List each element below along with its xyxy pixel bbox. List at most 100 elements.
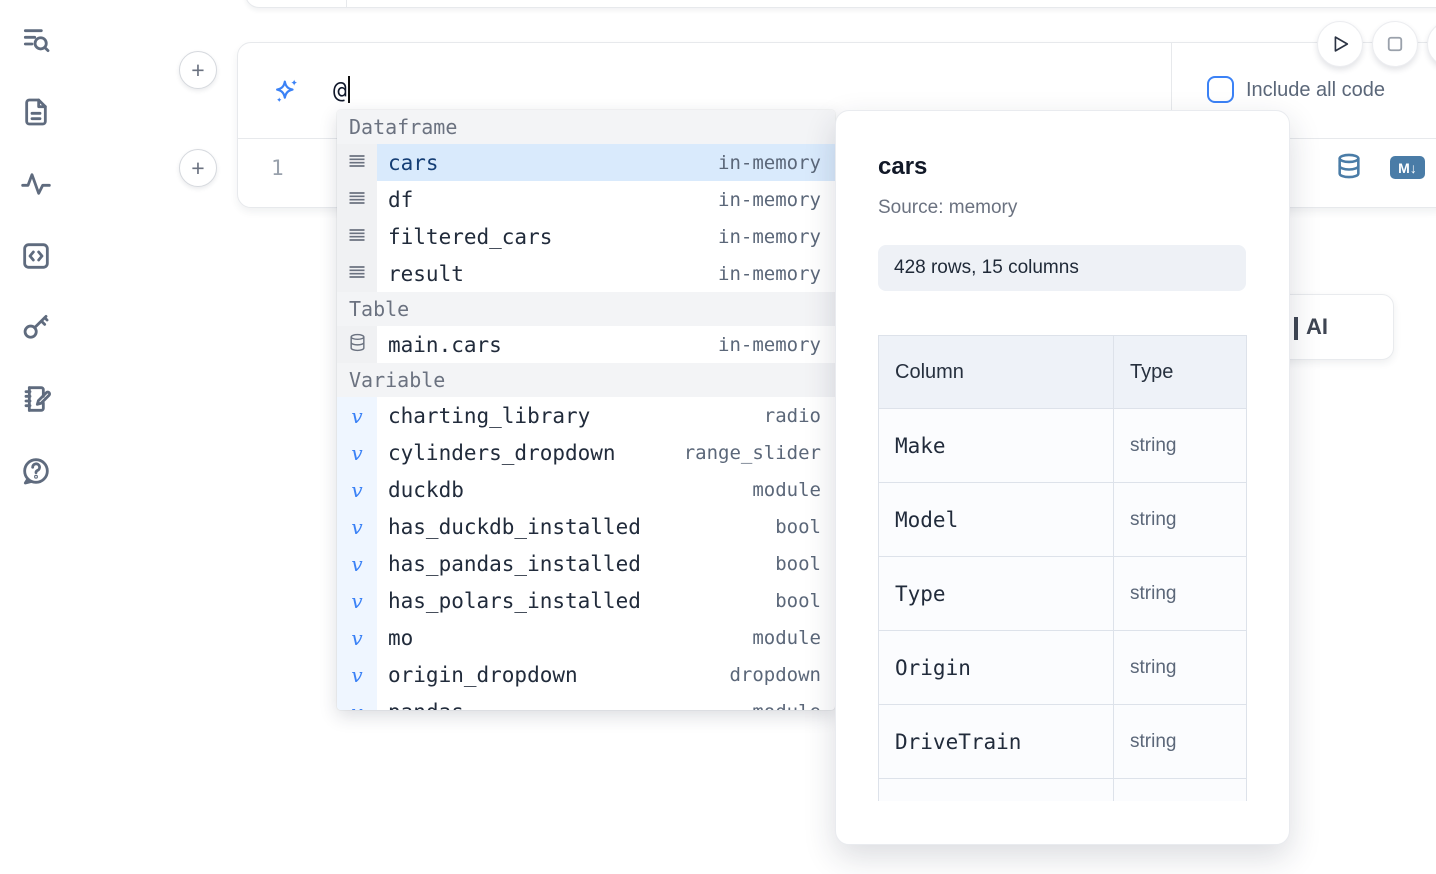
autocomplete-item[interactable]: result in-memory xyxy=(337,255,835,292)
database-action-icon[interactable] xyxy=(1335,152,1365,182)
sparkles-icon xyxy=(276,79,298,103)
stop-button[interactable] xyxy=(1372,21,1418,67)
column-header: Column xyxy=(879,336,1114,409)
autocomplete-item[interactable]: v has_pandas_installed bool xyxy=(337,545,835,582)
item-type: module xyxy=(752,626,821,649)
autocomplete-section-header: Table xyxy=(337,292,835,326)
column-name-cell: Model xyxy=(879,483,1114,557)
variable-icon: v xyxy=(337,434,377,471)
item-type: dropdown xyxy=(729,663,821,686)
code-snippet-icon[interactable] xyxy=(17,237,55,275)
item-type: module xyxy=(752,478,821,501)
item-type: bool xyxy=(775,515,821,538)
variable-icon: v xyxy=(337,397,377,434)
item-name: mo xyxy=(388,625,414,650)
column-type-cell: string xyxy=(1114,705,1246,779)
include-all-code-checkbox[interactable] xyxy=(1207,76,1234,103)
column-name-cell: Origin xyxy=(879,631,1114,705)
autocomplete-item[interactable]: cars in-memory xyxy=(337,144,835,181)
item-type: module xyxy=(752,701,821,711)
stop-square-icon xyxy=(1387,36,1403,52)
variable-icon: v xyxy=(337,545,377,582)
run-cell-button[interactable] xyxy=(1317,21,1363,67)
notebook-pen-icon[interactable] xyxy=(17,380,55,418)
preview-source: Source: memory xyxy=(878,197,1018,218)
markdown-badge-icon[interactable]: M↓ xyxy=(1390,156,1425,179)
item-type: radio xyxy=(763,404,821,427)
ai-prompt-input[interactable]: @ xyxy=(333,76,350,104)
autocomplete-item[interactable]: v cylinders_dropdown range_slider xyxy=(337,434,835,471)
item-name: has_pandas_installed xyxy=(388,551,641,576)
column-type-cell xyxy=(1114,779,1246,801)
include-all-code-label: Include all code xyxy=(1246,79,1385,101)
item-name: cars xyxy=(388,150,439,175)
item-name: origin_dropdown xyxy=(388,662,578,687)
prompt-value: @ xyxy=(333,78,347,104)
item-name: duckdb xyxy=(388,477,464,502)
previous-cell-card xyxy=(245,0,1436,8)
item-type: range_slider xyxy=(683,441,821,464)
autocomplete-section-header: Dataframe xyxy=(337,110,835,144)
variable-icon: v xyxy=(337,619,377,656)
item-name: df xyxy=(388,187,414,212)
column-type-cell: string xyxy=(1114,631,1246,705)
variable-icon: v xyxy=(337,656,377,693)
item-name: cylinders_dropdown xyxy=(388,440,616,465)
variable-icon: v xyxy=(337,693,377,710)
autocomplete-item[interactable]: v charting_library radio xyxy=(337,397,835,434)
preview-title: cars xyxy=(878,153,928,180)
sidebar xyxy=(0,0,72,874)
column-name-cell xyxy=(879,779,1114,801)
dataframe-preview-popup: cars Source: memory 428 rows, 15 columns… xyxy=(835,110,1290,845)
item-name: has_polars_installed xyxy=(388,588,641,613)
item-type: in-memory xyxy=(718,151,821,174)
key-icon[interactable] xyxy=(17,308,55,346)
item-type: bool xyxy=(775,552,821,575)
autocomplete-item[interactable]: vpandas module xyxy=(337,693,835,710)
item-name: result xyxy=(388,261,464,286)
list-search-icon[interactable] xyxy=(17,21,55,59)
text-caret xyxy=(347,76,350,103)
autocomplete-item[interactable]: main.cars in-memory xyxy=(337,326,835,363)
column-type-cell: string xyxy=(1114,483,1246,557)
dataframe-rows-icon xyxy=(337,255,377,292)
column-name-cell: Make xyxy=(879,409,1114,483)
help-chat-icon[interactable] xyxy=(17,452,55,490)
code-editor-row: 1 M↓ xyxy=(238,139,1436,208)
autocomplete-section-header: Variable xyxy=(337,363,835,397)
dataframe-rows-icon xyxy=(337,144,377,181)
column-header: Type xyxy=(1114,336,1246,409)
file-document-icon[interactable] xyxy=(17,93,55,131)
activity-icon[interactable] xyxy=(17,165,55,203)
item-name: filtered_cars xyxy=(388,224,553,249)
item-name: charting_library xyxy=(388,403,591,428)
column-name-cell: Type xyxy=(879,557,1114,631)
variable-icon: v xyxy=(337,582,377,619)
add-cell-button-bottom[interactable]: + xyxy=(179,149,217,187)
add-cell-button-top[interactable]: + xyxy=(179,51,217,89)
item-type: in-memory xyxy=(718,333,821,356)
item-type: in-memory xyxy=(718,225,821,248)
item-name: pandas xyxy=(388,700,464,711)
autocomplete-item[interactable]: filtered_cars in-memory xyxy=(337,218,835,255)
item-name: has_duckdb_installed xyxy=(388,514,641,539)
variable-icon: v xyxy=(337,471,377,508)
item-type: bool xyxy=(775,589,821,612)
autocomplete-item[interactable]: v origin_dropdown dropdown xyxy=(337,656,835,693)
clipped-letter-fragment xyxy=(1294,317,1298,340)
item-name: main.cars xyxy=(388,332,502,357)
column-name-cell: DriveTrain xyxy=(879,705,1114,779)
ai-button-label: AI xyxy=(1306,314,1328,339)
item-type: in-memory xyxy=(718,262,821,285)
shape-badge: 428 rows, 15 columns xyxy=(878,245,1246,291)
dataframe-rows-icon xyxy=(337,218,377,255)
previous-cell-divider xyxy=(346,0,347,7)
autocomplete-item[interactable]: v has_polars_installed bool xyxy=(337,582,835,619)
column-type-cell: string xyxy=(1114,557,1246,631)
